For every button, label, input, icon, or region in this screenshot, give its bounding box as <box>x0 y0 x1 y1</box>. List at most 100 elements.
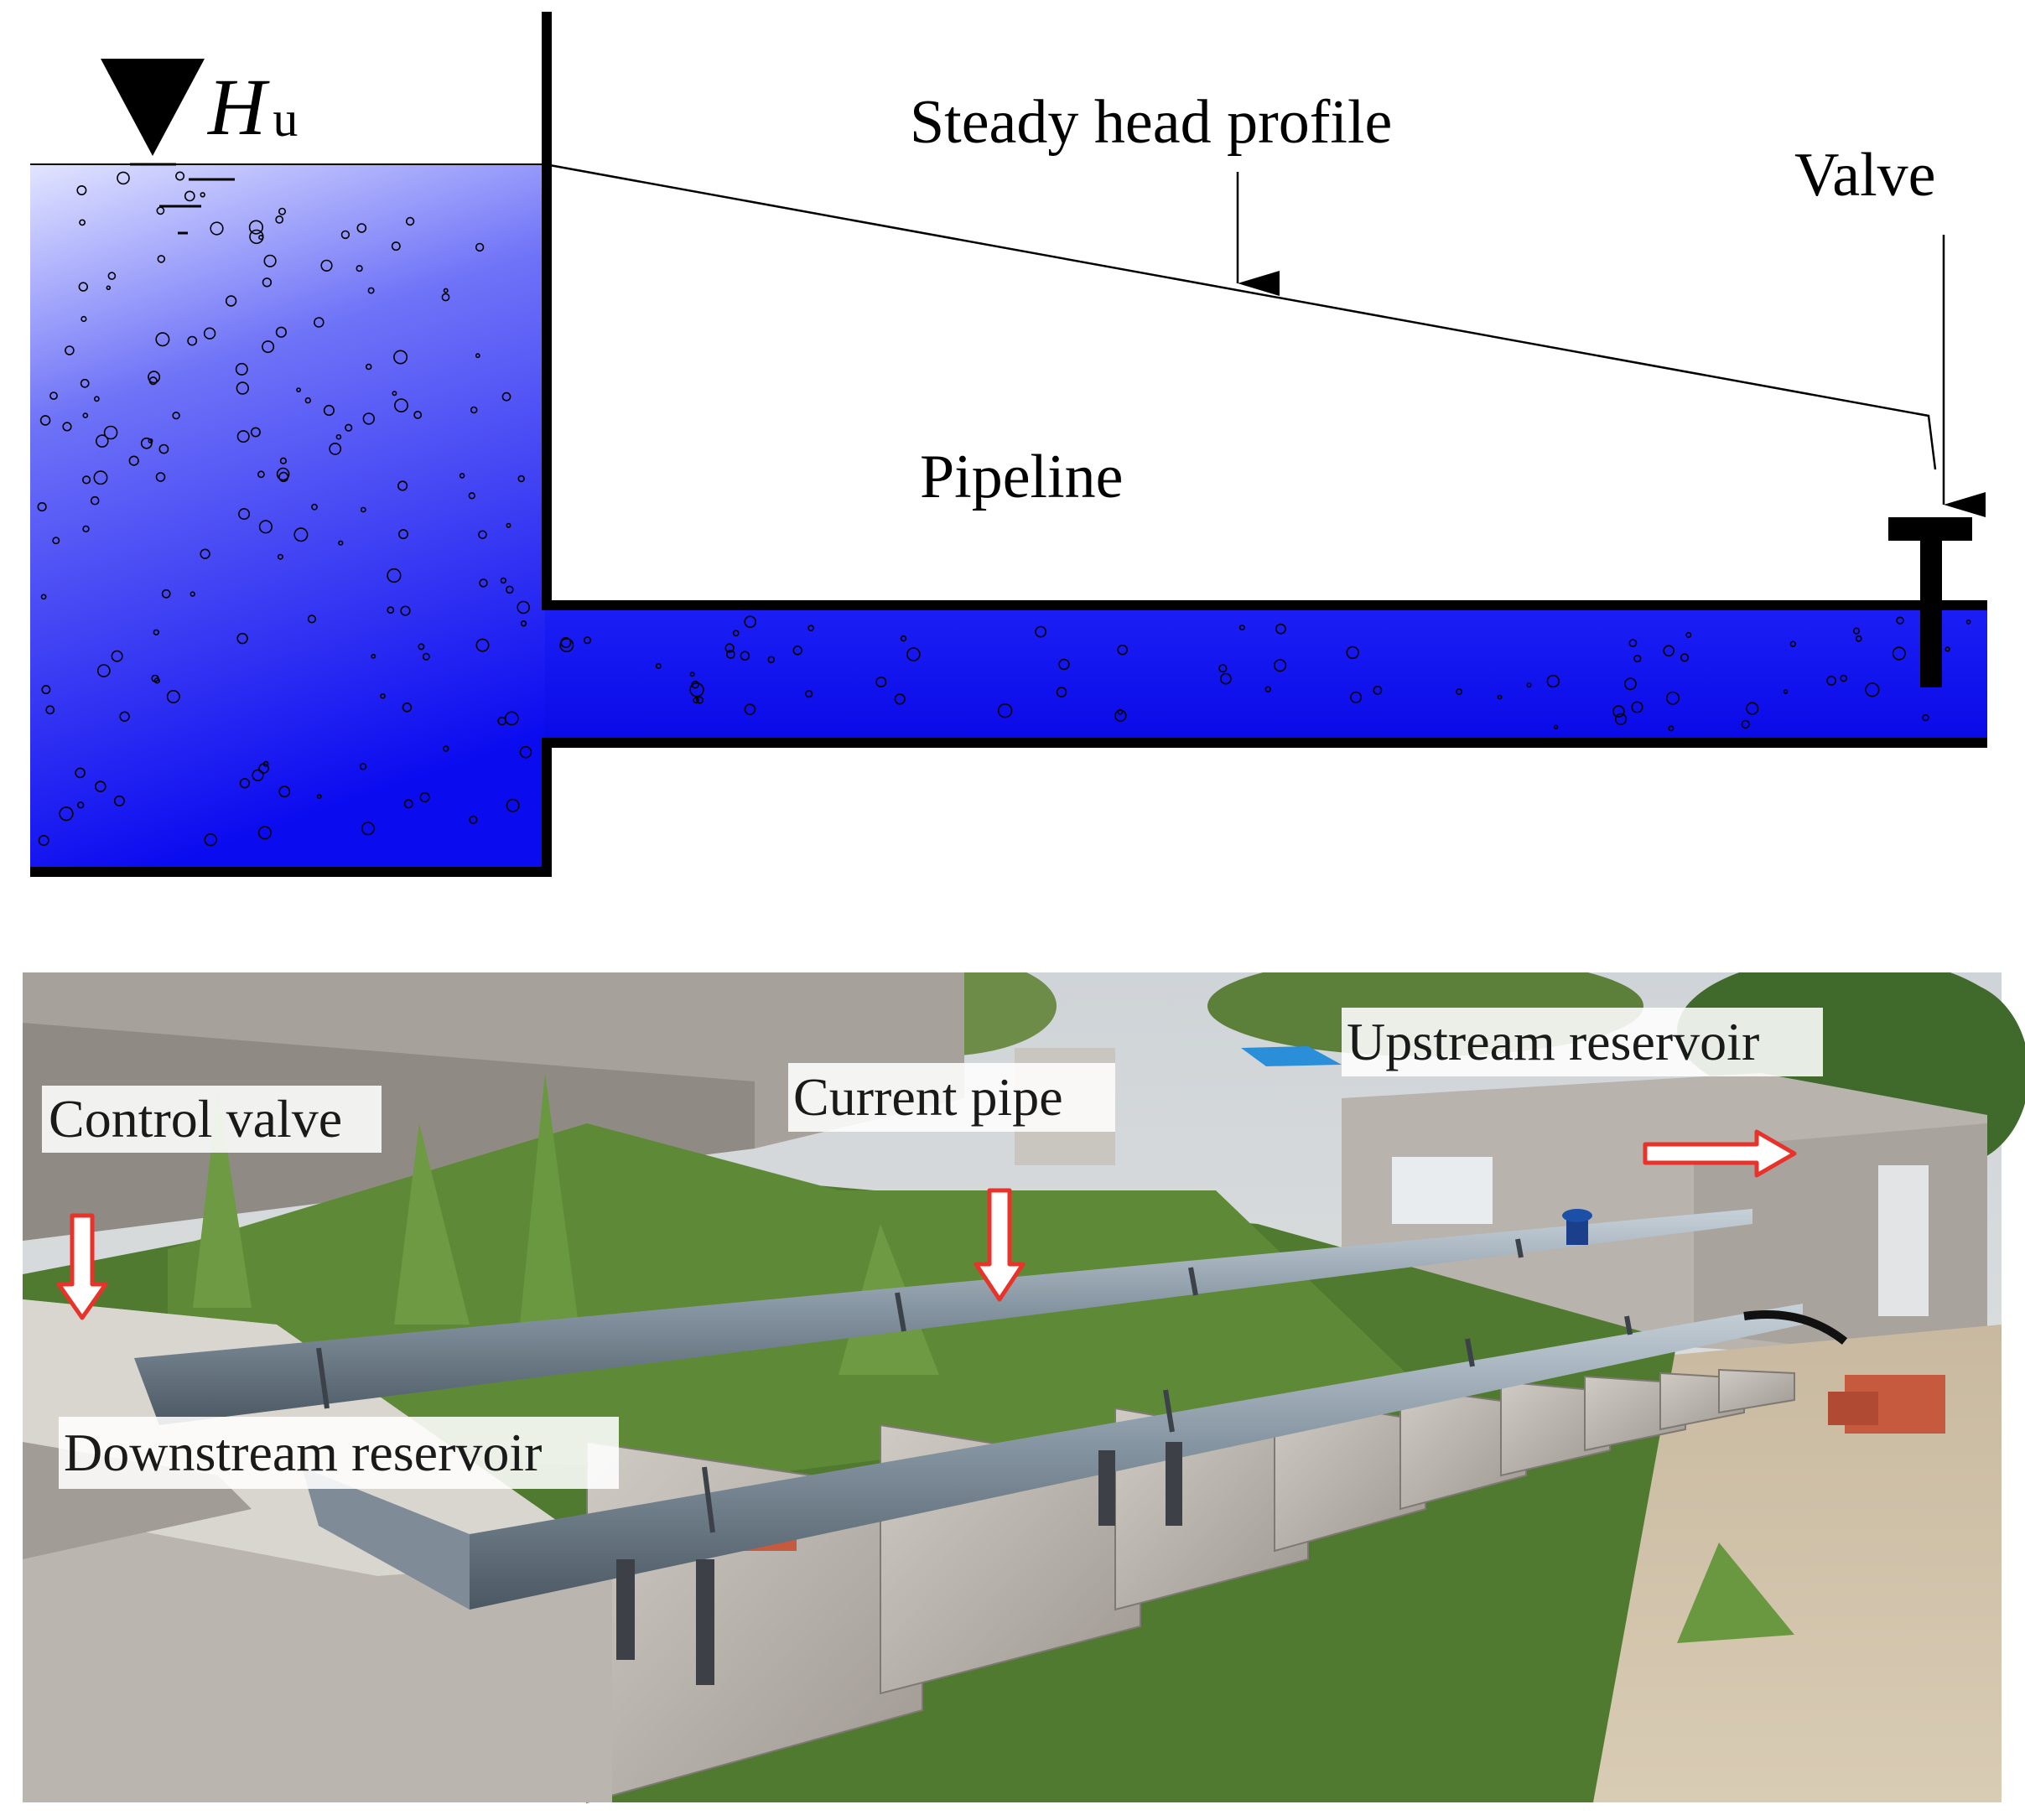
bubble <box>392 391 397 397</box>
upper-pipe <box>134 1209 1752 1425</box>
bubble <box>277 553 283 560</box>
bubble <box>307 614 317 624</box>
bubble <box>1346 646 1359 660</box>
bubble <box>1680 653 1690 662</box>
bubble <box>96 664 111 677</box>
bubble <box>153 629 160 635</box>
bubble <box>391 241 401 251</box>
bubble <box>1526 682 1532 688</box>
bubble <box>1273 659 1287 672</box>
bubble <box>80 378 90 388</box>
bubble <box>403 799 413 809</box>
bubble <box>805 689 813 698</box>
bubble <box>1373 686 1383 695</box>
bubble <box>732 630 740 637</box>
bubble <box>250 427 261 438</box>
bubble <box>119 711 130 722</box>
bubble <box>1783 689 1789 694</box>
bubble <box>413 410 423 419</box>
bubble <box>1058 658 1070 671</box>
bubble <box>397 480 408 491</box>
bubble <box>359 763 367 770</box>
bubble <box>249 229 264 245</box>
bubble <box>59 806 74 822</box>
bubble <box>78 282 89 292</box>
bubble <box>238 508 251 521</box>
bubble <box>257 826 273 840</box>
bubble <box>875 676 887 687</box>
bubble <box>157 255 166 263</box>
bubble <box>1497 694 1503 700</box>
bubble <box>470 406 478 414</box>
upstream-arrow <box>1643 1129 1797 1178</box>
bubble <box>1892 646 1906 661</box>
bubble <box>441 293 450 302</box>
bubble <box>387 568 402 583</box>
bubble <box>90 495 100 506</box>
bubble <box>405 216 415 226</box>
bubble <box>387 606 395 614</box>
bubble <box>380 692 386 699</box>
bubble <box>1035 625 1046 638</box>
bubble <box>140 437 153 449</box>
bubble <box>422 652 430 661</box>
bubble <box>505 585 514 594</box>
bubble <box>175 171 185 181</box>
valve-label: Valve <box>1794 141 1936 210</box>
bubble <box>997 703 1013 718</box>
bubble <box>393 350 408 365</box>
bubble <box>323 404 335 417</box>
bubble <box>275 215 284 224</box>
bubble <box>1553 724 1559 730</box>
bubble <box>906 647 921 661</box>
bubble <box>200 548 210 559</box>
bubble <box>210 221 224 236</box>
bubble <box>279 457 288 464</box>
site-photo: Control valve Current pipe Upstream rese… <box>0 972 2025 1820</box>
bubble <box>75 767 86 779</box>
bubble <box>252 769 264 781</box>
valve-icon <box>1888 517 1972 687</box>
bubble <box>356 265 363 272</box>
callout-arrows <box>56 1129 1797 1320</box>
bubble <box>338 540 344 546</box>
bubble <box>187 335 198 346</box>
bubble <box>402 702 413 713</box>
bubble <box>49 391 58 400</box>
bubble <box>155 332 170 347</box>
control-valve-arrow <box>56 1213 108 1320</box>
bubble <box>475 353 480 359</box>
bubble <box>559 638 574 653</box>
bubble <box>278 786 291 798</box>
bubble <box>39 415 51 426</box>
bubble <box>148 376 158 386</box>
bubble <box>1789 640 1797 647</box>
bubble <box>900 635 907 642</box>
bubble <box>1117 644 1128 656</box>
bubble <box>1114 709 1127 722</box>
bubble <box>329 443 342 455</box>
bubble <box>1350 691 1363 703</box>
bubble <box>1945 646 1950 652</box>
bubble <box>1238 625 1245 631</box>
bubble <box>155 472 166 482</box>
pipes <box>134 1209 1848 1685</box>
bubble <box>397 529 408 540</box>
photo-labels: Control valve Current pipe Upstream rese… <box>42 1008 1823 1489</box>
bubbles <box>37 171 1971 847</box>
bubble <box>517 474 525 483</box>
bubble <box>1855 635 1862 642</box>
bubble <box>248 220 264 235</box>
bubble <box>76 801 85 809</box>
pipeline-label: Pipeline <box>920 443 1124 511</box>
bubble <box>1922 713 1929 722</box>
bubble <box>236 632 248 645</box>
bubble <box>106 285 112 291</box>
bubble <box>1546 674 1560 688</box>
bubble <box>689 682 704 697</box>
bubble <box>1896 616 1904 625</box>
bubble <box>262 277 273 288</box>
bubble <box>45 705 55 715</box>
bubble <box>235 362 248 376</box>
bubble <box>258 520 273 534</box>
